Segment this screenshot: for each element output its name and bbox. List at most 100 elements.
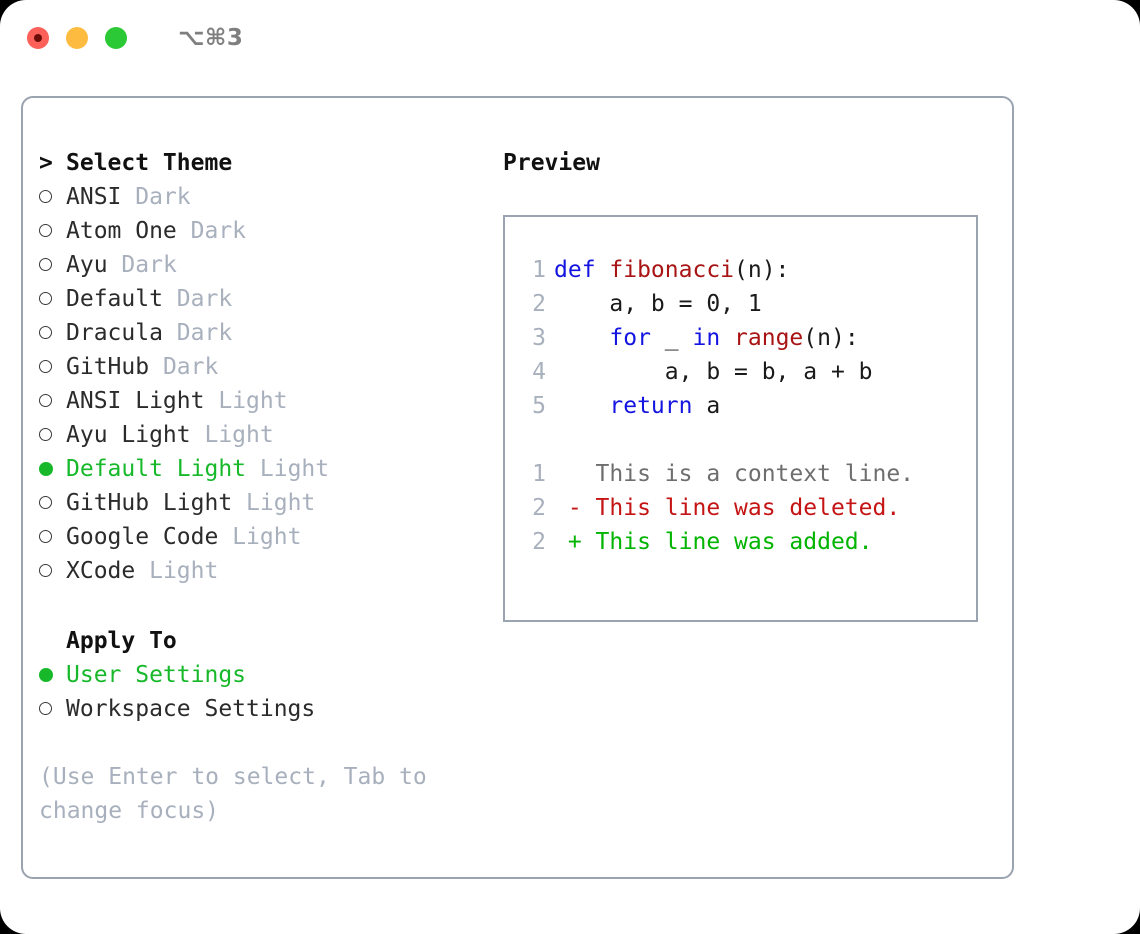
- code-token: for: [609, 325, 651, 351]
- code-token: a: [692, 393, 721, 419]
- theme-option-github-light[interactable]: GitHub Light Light: [39, 486, 489, 520]
- radio-unselected-icon: [39, 180, 66, 214]
- code-token: (n):: [734, 257, 790, 283]
- radio-glyph: [39, 190, 52, 203]
- theme-option-suffix: Dark: [176, 320, 233, 346]
- theme-option-xcode[interactable]: XCode Light: [39, 554, 489, 588]
- theme-option-label: ANSI Light: [66, 388, 205, 414]
- theme-option-ayu[interactable]: Ayu Dark: [39, 248, 489, 282]
- theme-option-suffix: Dark: [176, 286, 233, 312]
- apply-option-user-settings[interactable]: User Settings: [39, 658, 489, 692]
- theme-option-atom-one[interactable]: Atom One Dark: [39, 214, 489, 248]
- theme-option-ayu-light[interactable]: Ayu Light Light: [39, 418, 489, 452]
- theme-option-label: Ayu Light: [66, 422, 191, 448]
- theme-option-suffix: Light: [259, 456, 330, 482]
- keyboard-shortcut-label: ⌥⌘3: [178, 25, 244, 51]
- radio-glyph: [39, 360, 52, 373]
- radio-unselected-icon: [39, 214, 66, 248]
- apply-option-label: User Settings: [66, 662, 247, 688]
- code-token: [554, 325, 609, 351]
- code-token: return: [609, 393, 693, 419]
- code-token: This is a context line.: [554, 461, 915, 487]
- radio-glyph: [39, 702, 52, 715]
- radio-glyph: [39, 258, 52, 271]
- code-line: 4 a, b = b, a + b: [520, 355, 970, 389]
- radio-selected-icon: [39, 658, 66, 692]
- line-number: 4: [532, 359, 546, 385]
- minimize-button[interactable]: [66, 27, 88, 49]
- radio-glyph: [39, 428, 52, 441]
- code-token: def: [554, 257, 610, 283]
- radio-glyph: [39, 224, 52, 237]
- diff-sample-block: 1 This is a context line.2 - This line w…: [520, 457, 970, 559]
- maximize-button[interactable]: [105, 27, 127, 49]
- radio-unselected-icon: [39, 520, 66, 554]
- diff-line: 2 + This line was added.: [520, 525, 970, 559]
- radio-unselected-icon: [39, 282, 66, 316]
- close-button[interactable]: [27, 27, 49, 49]
- theme-option-ansi[interactable]: ANSI Dark: [39, 180, 489, 214]
- theme-option-default-light[interactable]: Default Light Light: [39, 452, 489, 486]
- theme-option-label: Default: [66, 286, 163, 312]
- theme-option-suffix: Dark: [135, 184, 191, 210]
- theme-option-google-code[interactable]: Google Code Light: [39, 520, 489, 554]
- code-token: [554, 393, 609, 419]
- apply-option-label: Workspace Settings: [66, 696, 316, 722]
- theme-option-label: Ayu: [66, 252, 108, 278]
- code-token: (n):: [803, 325, 859, 351]
- code-token: + This line was added.: [554, 529, 873, 555]
- keyboard-hint-text: (Use Enter to select, Tab to change focu…: [39, 764, 441, 824]
- apply-to-header: Apply To: [39, 624, 489, 658]
- theme-option-ansi-light[interactable]: ANSI Light Light: [39, 384, 489, 418]
- apply-to-title: Apply To: [66, 628, 177, 654]
- select-theme-title: Select Theme: [66, 150, 233, 176]
- theme-option-label: GitHub: [66, 354, 150, 380]
- theme-option-label: ANSI: [66, 184, 122, 210]
- code-token: _: [650, 325, 693, 351]
- code-line: 5 return a: [520, 389, 970, 423]
- radio-glyph: [39, 564, 52, 577]
- theme-option-label: Default Light: [66, 456, 247, 482]
- theme-option-label: Google Code: [66, 524, 219, 550]
- code-token: in: [692, 325, 721, 351]
- line-number: 2: [532, 495, 546, 521]
- radio-unselected-icon: [39, 316, 66, 350]
- radio-glyph: [39, 394, 52, 407]
- line-number: 5: [532, 393, 546, 419]
- diff-line: 2 - This line was deleted.: [520, 491, 970, 525]
- code-line: 3 for _ in range(n):: [520, 321, 970, 355]
- line-number: 1: [532, 461, 546, 487]
- theme-option-label: XCode: [66, 558, 136, 584]
- theme-option-label: Dracula: [66, 320, 163, 346]
- radio-glyph: [39, 461, 53, 476]
- caret-icon: >: [39, 150, 53, 176]
- theme-option-dracula[interactable]: Dracula Dark: [39, 316, 489, 350]
- apply-option-workspace-settings[interactable]: Workspace Settings: [39, 692, 489, 726]
- theme-option-suffix: Dark: [190, 218, 247, 244]
- radio-unselected-icon: [39, 486, 66, 520]
- theme-option-suffix: Light: [218, 388, 288, 414]
- theme-option-default[interactable]: Default Dark: [39, 282, 489, 316]
- section-spacer: [39, 588, 489, 624]
- theme-option-suffix: Dark: [121, 252, 177, 278]
- preview-title: Preview: [503, 150, 600, 176]
- select-theme-header: > Select Theme: [39, 146, 489, 180]
- window-controls: [27, 27, 127, 49]
- theme-option-github[interactable]: GitHub Dark: [39, 350, 489, 384]
- diff-line: 1 This is a context line.: [520, 457, 970, 491]
- radio-unselected-icon: [39, 418, 66, 452]
- theme-option-suffix: Light: [204, 422, 274, 448]
- line-number: 1: [532, 257, 546, 283]
- code-token: a, b = 0, 1: [554, 291, 762, 317]
- code-token: [720, 325, 734, 351]
- line-number: 2: [532, 529, 546, 555]
